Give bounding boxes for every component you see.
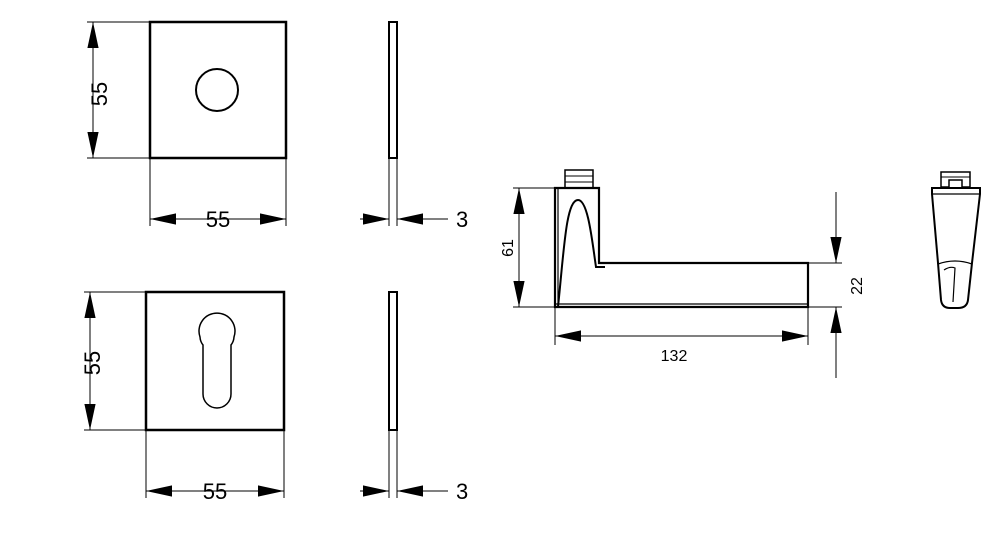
rosette-round-width-dimension — [149, 158, 287, 226]
rosette-round-thickness-label: 3 — [456, 207, 468, 232]
rosette-round-side-view — [388, 21, 398, 159]
round-spindle-hole — [195, 68, 239, 112]
rosette-round-height-dimension — [87, 21, 150, 159]
lever-length-label: 132 — [661, 348, 688, 365]
rosette-profile-thickness-label: 3 — [456, 479, 468, 504]
rosette-profile-plate — [144, 290, 286, 432]
rosette-profile-height-label: 55 — [80, 351, 105, 375]
rosette-profile-width-label: 55 — [203, 479, 227, 504]
lever-handle-side-view — [553, 169, 810, 309]
lever-height-dimension — [513, 187, 555, 308]
rosette-profile-side-view — [388, 291, 398, 431]
lever-length-dimension — [554, 307, 809, 345]
lever-end-spindle — [940, 171, 971, 188]
rosette-round-thickness-dimension — [360, 158, 448, 226]
lever-grip-height-dimension — [808, 192, 842, 378]
rosette-profile-front-view — [144, 290, 286, 432]
lever-neck-curve — [557, 198, 605, 308]
rosette-profile-height-dimension — [84, 291, 146, 431]
rosette-round-width-label: 55 — [206, 207, 230, 232]
rosette-round-height-label: 55 — [87, 82, 112, 106]
lever-height-label: 61 — [500, 239, 517, 257]
rosette-profile-thickness-dimension — [360, 430, 448, 498]
profile-cylinder-hole — [198, 312, 236, 409]
lever-end-body — [931, 187, 981, 309]
rosette-round-plate — [148, 20, 288, 160]
rosette-round-front-view — [148, 20, 288, 160]
lever-handle-end-view — [931, 171, 981, 309]
rosette-profile-width-dimension — [145, 430, 285, 498]
lever-grip-height-label: 22 — [849, 277, 866, 295]
lever-spindle-collar — [564, 169, 594, 189]
